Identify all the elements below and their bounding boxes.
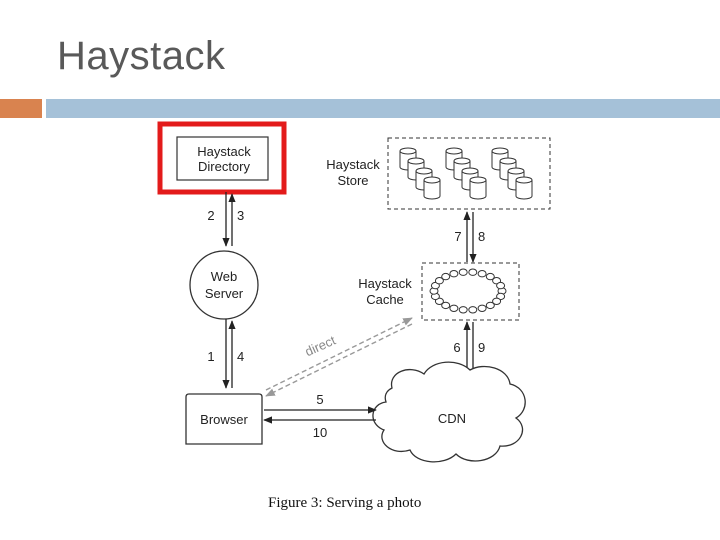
store-label-1: Haystack (326, 157, 380, 172)
web-server-label-1: Web (211, 269, 238, 284)
disk-icon (469, 180, 487, 200)
edge-label-6: 6 (453, 340, 460, 355)
disk-top-icon (507, 167, 525, 175)
cache-entry-icon (458, 306, 468, 314)
directory-label-1: Haystack (197, 144, 251, 159)
disk-top-icon (415, 167, 433, 175)
disk-top-icon (515, 176, 533, 184)
cache-entry-icon (485, 301, 495, 310)
browser-label: Browser (200, 412, 248, 427)
directory-label-2: Directory (198, 159, 251, 174)
arrow-direct-to-browser (265, 323, 413, 397)
cache-label-2: Cache (366, 292, 404, 307)
cache-entry-icon (477, 270, 487, 278)
disk-top-icon (469, 176, 487, 184)
cache-entry-icon (477, 304, 487, 312)
disk-top-icon (423, 176, 441, 184)
store-label-2: Store (337, 173, 368, 188)
disk-icon (423, 180, 441, 200)
store-box (387, 137, 551, 210)
disk-top-icon (499, 157, 517, 165)
web-server-node (189, 250, 259, 320)
edge-label-10: 10 (313, 425, 327, 440)
cache-entry-icon (485, 272, 495, 281)
figure-caption: Figure 3: Serving a photo (268, 495, 422, 511)
edge-label-7: 7 (454, 229, 461, 244)
slide-title: Haystack (57, 34, 226, 78)
arrow-direct-to-cache (265, 317, 413, 391)
cdn-cloud (372, 361, 526, 463)
disk-icon (515, 180, 533, 200)
cache-entry-icon (492, 297, 502, 305)
disk-top-icon (491, 147, 509, 155)
cache-entry-icon (434, 277, 444, 285)
cache-entry-icon (449, 304, 459, 312)
direct-label: direct (303, 332, 338, 359)
disk-top-icon (461, 167, 479, 175)
edge-label-1: 1 (207, 349, 214, 364)
accent-bar-left (0, 99, 42, 118)
directory-box (176, 136, 269, 181)
edge-label-2: 2 (207, 208, 214, 223)
cache-entry-icon (468, 268, 478, 276)
cache-entry-icon (449, 270, 459, 278)
disk-top-icon (453, 157, 471, 165)
cache-entry-icon (458, 268, 468, 276)
edge-label-5: 5 (316, 392, 323, 407)
web-server-label-2: Server (205, 286, 244, 301)
cache-entries (429, 268, 507, 314)
cache-entry-icon (496, 281, 506, 290)
edge-label-9: 9 (478, 340, 485, 355)
disk-top-icon (399, 147, 417, 155)
cache-entry-icon (441, 272, 451, 281)
edge-label-8: 8 (478, 229, 485, 244)
cdn-label: CDN (438, 411, 466, 426)
store-disks (399, 147, 533, 200)
cache-entry-icon (441, 301, 451, 310)
browser-node (185, 393, 263, 445)
accent-bar-right (46, 99, 720, 118)
directory-highlight (157, 121, 287, 195)
cache-entry-icon (468, 306, 478, 314)
edge-label-3: 3 (237, 208, 244, 223)
edge-label-4: 4 (237, 349, 244, 364)
cache-label-1: Haystack (358, 276, 412, 291)
disk-top-icon (407, 157, 425, 165)
disk-top-icon (445, 147, 463, 155)
